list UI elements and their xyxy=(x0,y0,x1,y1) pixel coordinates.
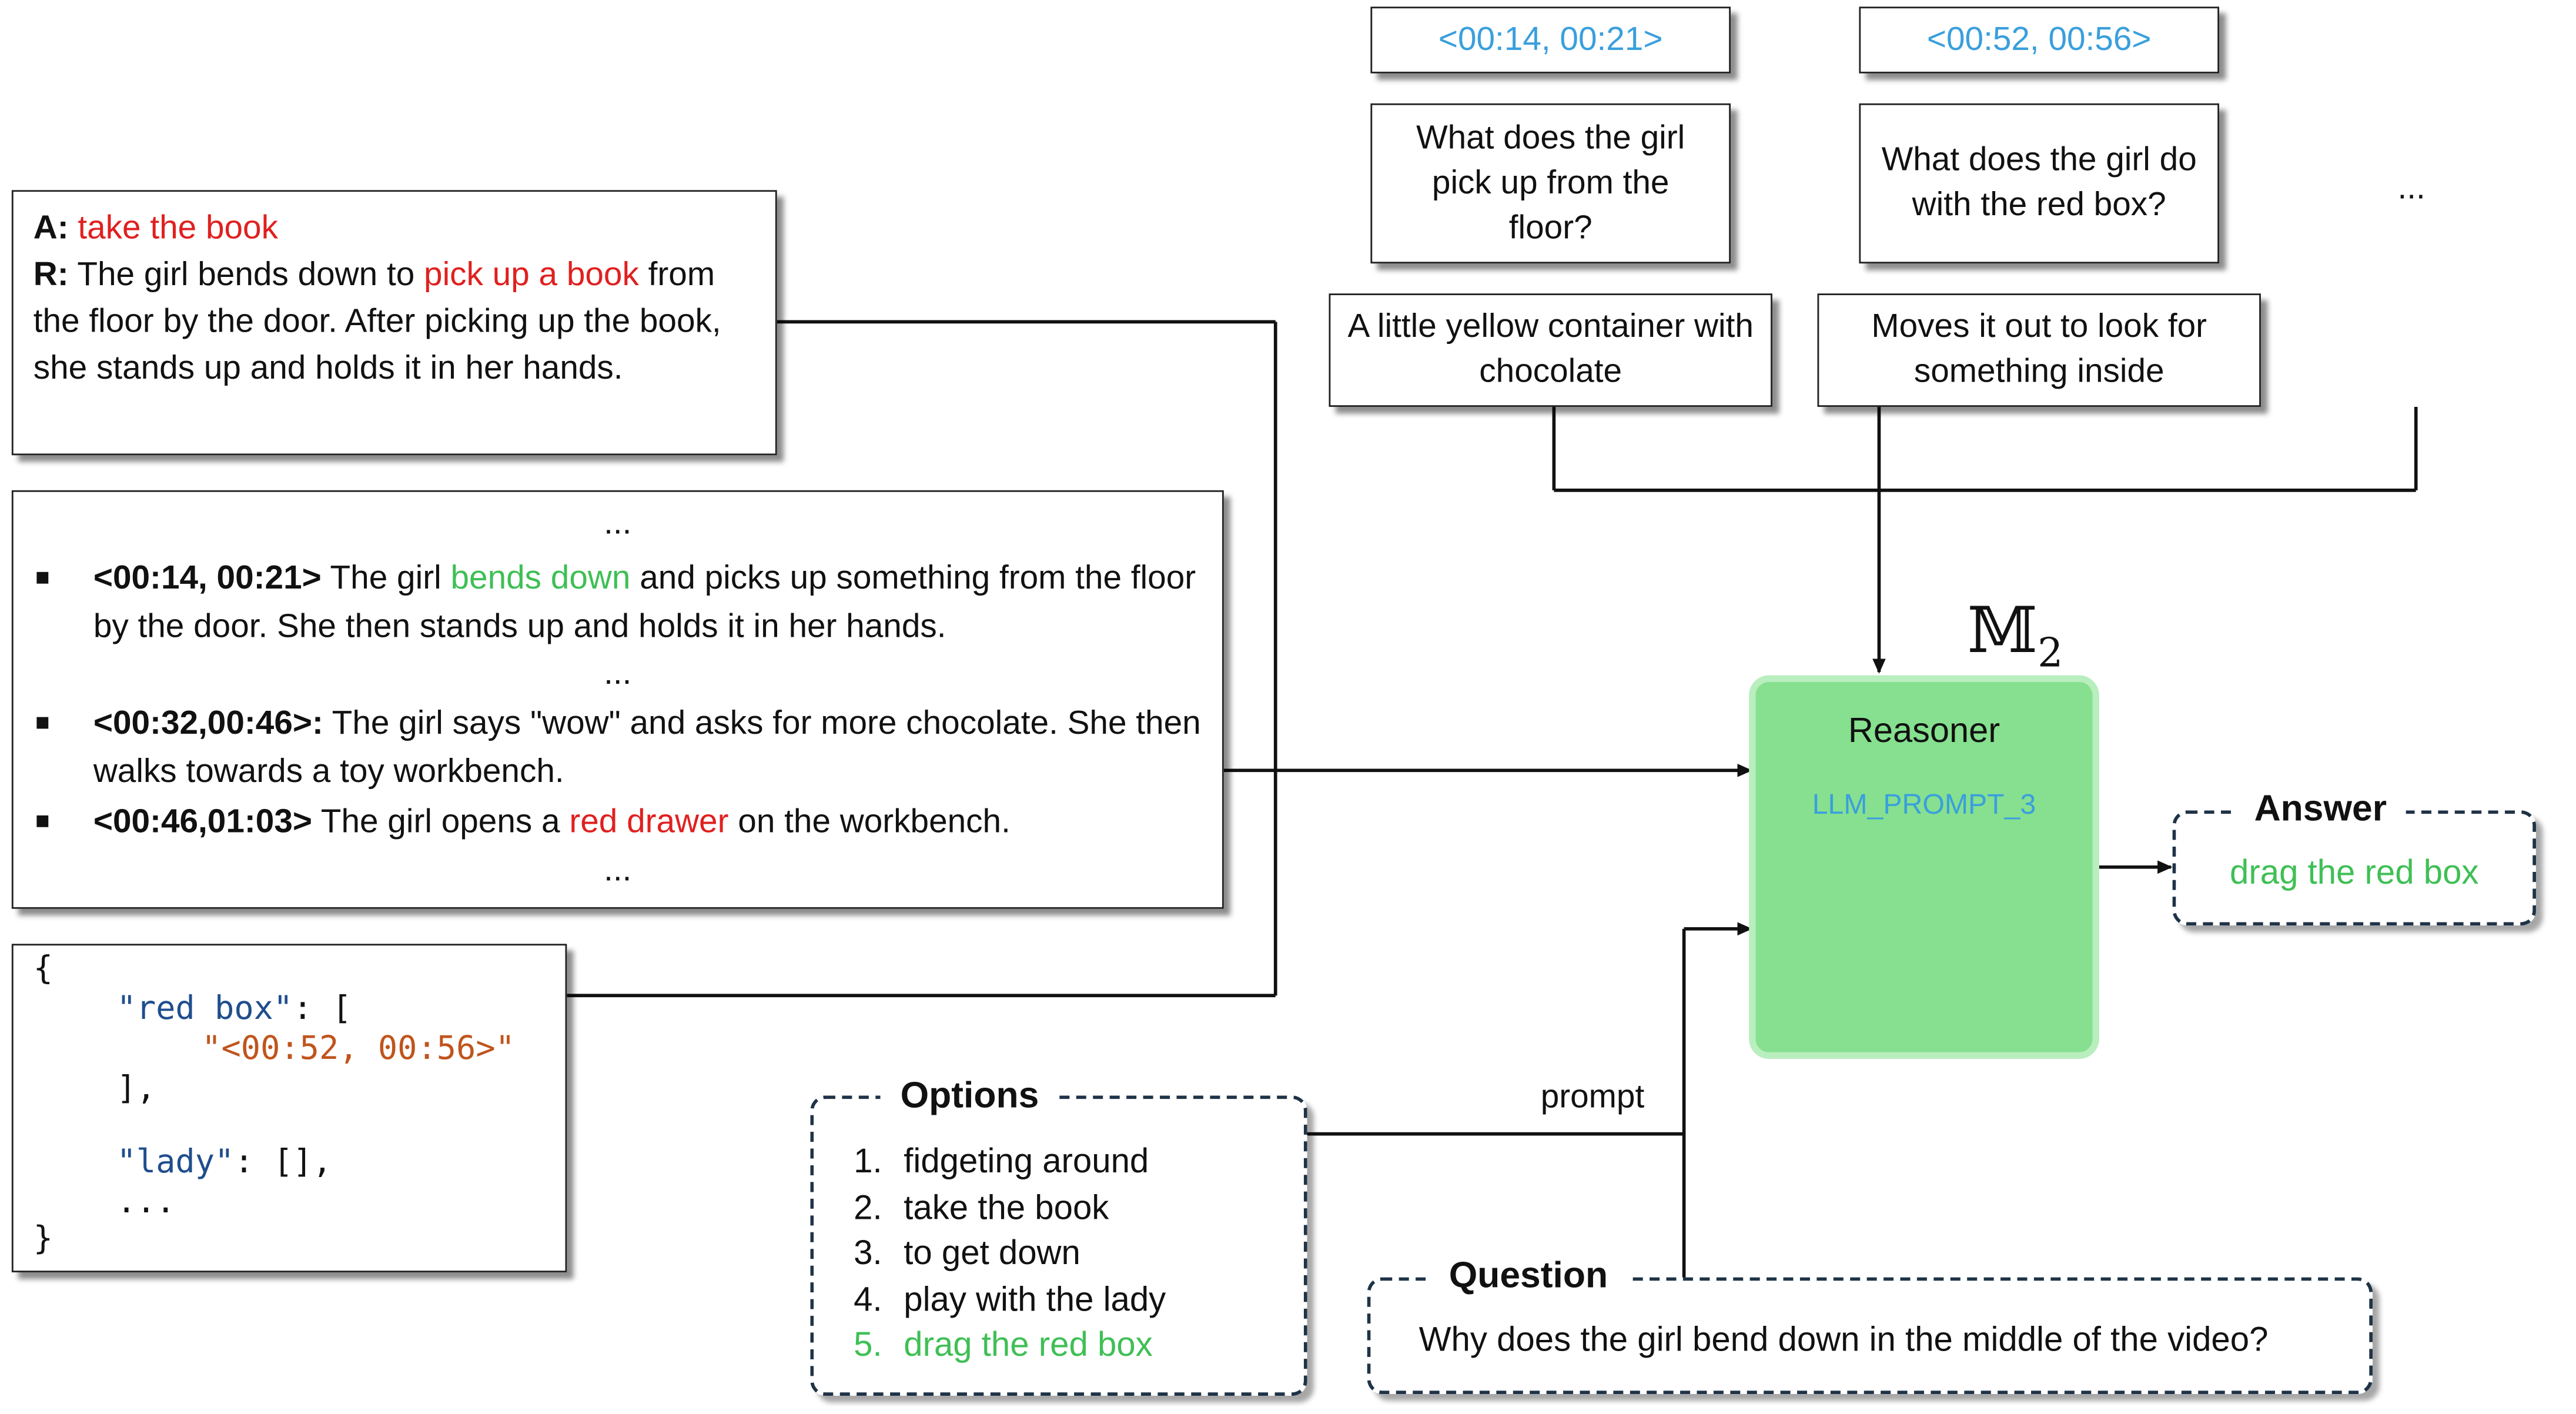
json-key-red-box: "red box" xyxy=(116,988,293,1028)
caption-1-timestamp: <00:14, 00:21> xyxy=(93,560,322,597)
subq-2-question-text: What does the girl do with the red box? xyxy=(1881,142,2197,224)
caption-1-post: and picks up something from the floor by… xyxy=(93,560,1196,645)
options-box: 1.fidgeting around 2.take the book 3.to … xyxy=(810,1095,1307,1396)
json-open-brace: { xyxy=(33,948,53,988)
question-box: Why does the girl bend down in the middl… xyxy=(1367,1277,2373,1395)
caption-3: <00:46,01:03> The girl opens a red drawe… xyxy=(93,799,1210,847)
caption-3-bullet xyxy=(36,815,49,827)
question-text: Why does the girl bend down in the middl… xyxy=(1419,1321,2269,1359)
subq-2-timestamp: <00:52, 00:56> xyxy=(1859,6,2220,73)
subq-2-answer-text: Moves it out to look for something insid… xyxy=(1871,308,2207,390)
more-subquestions-ellipsis: ... xyxy=(2397,170,2426,207)
subq-1-question: What does the girl pick up from the floo… xyxy=(1370,103,1731,264)
reason-highlight: pick up a book xyxy=(424,256,639,294)
option-5: 5.drag the red box xyxy=(854,1326,1153,1365)
answer-label: A: xyxy=(33,210,69,247)
reason-text-2: from the floor by the door. After pickin… xyxy=(33,256,721,387)
option-3: 3.to get down xyxy=(854,1234,1080,1273)
json-value-red-box: "<00:52, 00:56>" xyxy=(202,1028,515,1068)
subq-2-answer: Moves it out to look for something insid… xyxy=(1817,293,2261,407)
json-close-bracket: ], xyxy=(116,1069,156,1108)
caption-1-pre: The girl xyxy=(330,560,441,597)
caption-3-post: on the workbench. xyxy=(738,804,1011,841)
answer-box-title: Answer xyxy=(2234,787,2407,831)
caption-1-bullet xyxy=(36,571,49,584)
captions-ellipsis-top: ... xyxy=(604,505,632,542)
question-box-title: Question xyxy=(1428,1253,1628,1298)
caption-2: <00:32,00:46>: The girl says "wow" and a… xyxy=(93,700,1210,795)
reasoner-block: Reasoner LLM_PROMPT_3 xyxy=(1749,675,2099,1059)
json-colon-bracket: : [ xyxy=(293,988,352,1028)
reasoner-prompt-label: LLM_PROMPT_3 xyxy=(1812,788,2036,821)
option-2: 2.take the book xyxy=(854,1188,1109,1227)
captions-box: ... <00:14, 00:21> The girl bends down a… xyxy=(11,490,1224,909)
subq-1-answer-text: A little yellow container with chocolate xyxy=(1347,308,1754,390)
options-box-title: Options xyxy=(880,1074,1059,1118)
caption-3-highlight: red drawer xyxy=(569,804,729,841)
caption-1: <00:14, 00:21> The girl bends down and p… xyxy=(93,555,1210,650)
json-key-lady: "lady" xyxy=(116,1142,235,1181)
caption-3-pre: The girl opens a xyxy=(320,804,560,841)
subq-1-timestamp-text: <00:14, 00:21> xyxy=(1438,21,1663,58)
caption-2-bullet xyxy=(36,717,49,729)
answer-box-text: drag the red box xyxy=(2230,854,2479,892)
answer-box: drag the red box xyxy=(2172,810,2536,926)
option-1: 1.fidgeting around xyxy=(854,1142,1149,1181)
caption-3-timestamp: <00:46,01:03> xyxy=(93,804,313,841)
json-empty-list: : [], xyxy=(234,1142,332,1181)
model-label: 𝕄2 xyxy=(1968,597,2063,686)
caption-2-timestamp: <00:32,00:46>: xyxy=(93,705,323,743)
captions-ellipsis-mid: ... xyxy=(604,655,632,693)
prompt-label: prompt xyxy=(1540,1079,1645,1116)
reason-label: R: xyxy=(33,256,69,294)
json-memory-box: { "red box": [ "<00:52, 00:56>" ], "lady… xyxy=(11,944,567,1273)
model-symbol: 𝕄 xyxy=(1967,593,2038,667)
subq-2-question: What does the girl do with the red box? xyxy=(1859,103,2220,264)
answer-text: take the book xyxy=(78,210,278,247)
option-4: 4.play with the lady xyxy=(854,1280,1166,1319)
subq-1-timestamp: <00:14, 00:21> xyxy=(1370,6,1731,73)
subq-1-answer: A little yellow container with chocolate xyxy=(1329,293,1772,407)
answer-reasoning-box: A: take the book R: The girl bends down … xyxy=(11,190,777,456)
subq-2-timestamp-text: <00:52, 00:56> xyxy=(1926,21,2152,58)
subq-1-question-text: What does the girl pick up from the floo… xyxy=(1416,119,1685,246)
reasoner-title: Reasoner xyxy=(1848,712,2000,751)
captions-ellipsis-bottom: ... xyxy=(604,852,632,889)
caption-2-pre: The girl says "wow" and asks for more ch… xyxy=(93,705,1201,790)
json-close-brace: } xyxy=(33,1219,53,1258)
reason-text-1: The girl bends down to xyxy=(77,256,415,294)
model-subscript: 2 xyxy=(2038,629,2063,677)
json-dots: ... xyxy=(116,1182,176,1221)
caption-1-highlight: bends down xyxy=(450,560,631,597)
